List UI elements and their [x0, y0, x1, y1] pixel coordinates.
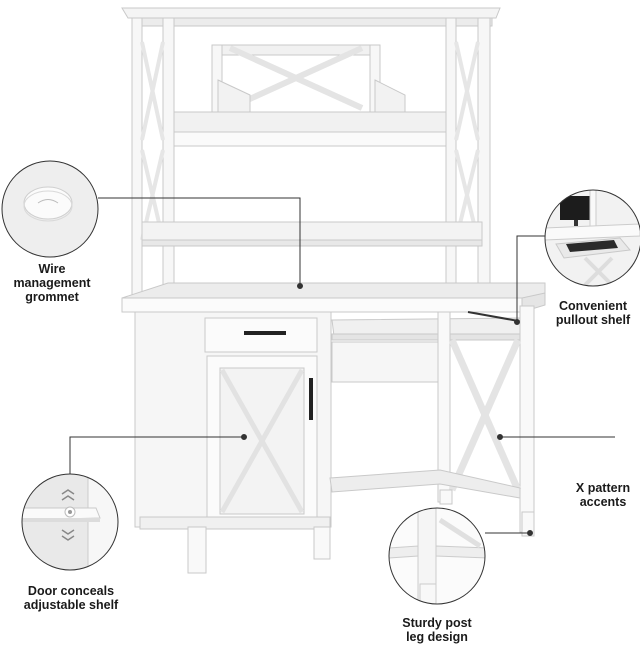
post-leg-label: Sturdy post leg design — [384, 616, 490, 644]
grommet-inset — [1, 160, 99, 258]
wire-grommet-label: Wire management grommet — [2, 262, 102, 304]
post-leg-inset — [388, 507, 486, 605]
label-line: leg design — [406, 630, 468, 644]
pullout-shelf-inset — [544, 189, 640, 287]
label-line: Convenient — [558, 299, 628, 313]
door-shelf-inset — [21, 473, 119, 571]
label-line: pullout shelf — [555, 313, 631, 327]
label-line: grommet — [25, 290, 79, 304]
callout-lines — [69, 197, 615, 536]
label-line: X pattern — [575, 481, 631, 495]
x-pattern-label: X pattern accents — [566, 481, 640, 509]
label-line: Door conceals — [27, 584, 115, 598]
label-line: accents — [579, 495, 627, 509]
label-line: Wire — [38, 262, 66, 276]
pullout-shelf-label: Convenient pullout shelf — [546, 299, 640, 327]
desk — [121, 282, 546, 574]
label-line: adjustable shelf — [23, 598, 119, 612]
label-line: Sturdy post — [402, 616, 472, 630]
label-line: management — [13, 276, 91, 290]
door-shelf-label: Door conceals adjustable shelf — [6, 584, 136, 612]
hutch — [121, 7, 501, 299]
